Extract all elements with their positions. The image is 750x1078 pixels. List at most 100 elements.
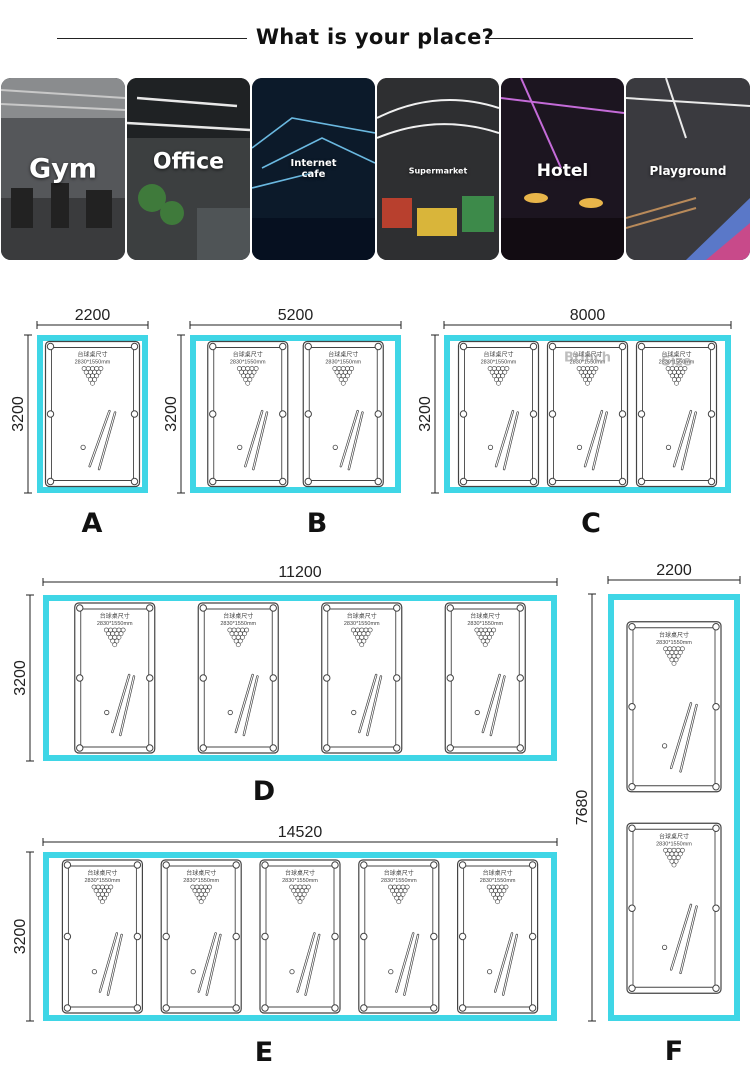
- ball: [482, 642, 488, 648]
- layout-letter: A: [82, 508, 103, 539]
- gym-image: [1, 78, 125, 260]
- ball: [498, 377, 503, 382]
- place-card-supermarket[interactable]: Supermarket: [377, 78, 499, 260]
- width-label: 11200: [278, 564, 321, 581]
- height-dimension: 3200: [12, 851, 34, 1022]
- cue-ball: [237, 444, 243, 450]
- table-rail: [321, 602, 403, 754]
- table-pocket: [232, 861, 240, 869]
- table-rail: [44, 340, 141, 488]
- header-rule-right: [488, 38, 693, 39]
- cue-stick-inner: [99, 932, 118, 993]
- table-rail: [457, 859, 539, 1014]
- table-pocket: [304, 410, 312, 418]
- table-pocket: [232, 1004, 240, 1012]
- cue-ball: [332, 444, 338, 450]
- ball: [108, 884, 114, 890]
- ball: [499, 891, 505, 897]
- height-label: 3200: [417, 396, 434, 432]
- table-pocket: [528, 861, 537, 869]
- place-label: Hotel: [536, 160, 589, 181]
- table-pocket: [209, 410, 217, 418]
- table-pocket: [146, 604, 154, 612]
- ball: [671, 862, 677, 868]
- table-pocket: [63, 1004, 72, 1012]
- ball: [503, 884, 509, 890]
- ball: [682, 366, 688, 371]
- ball: [207, 884, 212, 890]
- cue-ball: [289, 969, 295, 975]
- width-label: 2200: [656, 562, 692, 579]
- table-pocket: [529, 410, 538, 418]
- table-pocket: [712, 703, 720, 711]
- ball: [116, 634, 122, 640]
- place-card-internet-cafe[interactable]: Internet cafe: [252, 78, 375, 260]
- cue-ball: [661, 944, 668, 950]
- ball: [673, 858, 679, 864]
- cue-ball: [190, 969, 196, 975]
- table-size-label: 台球桌尺寸: [483, 869, 513, 877]
- table-pocket: [528, 1004, 537, 1012]
- ball: [118, 631, 124, 637]
- table-pocket: [261, 1004, 269, 1012]
- table-pocket: [162, 932, 170, 941]
- cue-ball: [104, 709, 110, 716]
- table-pocket: [162, 861, 170, 869]
- table-size-label: 台球桌尺寸: [100, 612, 130, 620]
- cue-ball: [388, 969, 394, 975]
- table-size-value: 2830*1550mm: [467, 621, 503, 627]
- table-pocket: [279, 342, 287, 351]
- ball: [94, 373, 100, 379]
- table-pocket: [712, 824, 720, 832]
- table-size-label: 台球桌尺寸: [233, 351, 263, 359]
- layout-letter: B: [307, 508, 328, 539]
- ball: [96, 369, 102, 375]
- width-label: 14520: [278, 824, 323, 841]
- room-frame: [43, 852, 557, 1021]
- table-pocket: [712, 984, 720, 992]
- table-size-label: 台球桌尺寸: [347, 612, 377, 620]
- table-pocket: [269, 674, 277, 682]
- place-label: Playground: [649, 163, 727, 178]
- header: What is your place?: [0, 0, 750, 78]
- table-pocket: [628, 824, 636, 832]
- table-pocket: [458, 1004, 467, 1012]
- width-dimension: 14520: [42, 824, 558, 846]
- table-pocket: [446, 744, 454, 752]
- table-pocket: [374, 342, 382, 351]
- cue-stick-inner: [348, 412, 363, 470]
- ball: [205, 888, 210, 894]
- table-rail: [358, 859, 440, 1014]
- cue-stick-inner: [592, 412, 608, 470]
- ball: [677, 851, 683, 857]
- table-pocket: [393, 744, 401, 752]
- places-strip: Gym Office Internet cafe Supermarket: [0, 78, 750, 260]
- ball: [497, 895, 503, 901]
- place-card-gym[interactable]: Gym: [1, 78, 125, 260]
- room-frame: [444, 335, 731, 493]
- table-pocket: [323, 674, 331, 682]
- ball: [198, 899, 204, 905]
- cue-stick-inner: [502, 934, 518, 996]
- cue-stick-inner: [198, 932, 217, 993]
- table-pocket: [459, 342, 468, 351]
- place-card-playground[interactable]: Playground: [626, 78, 750, 260]
- place-card-hotel[interactable]: Hotel: [501, 78, 624, 260]
- height-dimension: 7680: [574, 593, 596, 1022]
- ball: [297, 899, 303, 905]
- cue-ball: [665, 444, 672, 450]
- place-card-office[interactable]: Office: [127, 78, 250, 260]
- cue-stick-inner: [235, 674, 254, 733]
- ball: [676, 377, 681, 382]
- table-pocket: [712, 623, 720, 631]
- ball: [100, 899, 105, 905]
- table-size-value: 2830*1550mm: [220, 621, 256, 627]
- ball: [235, 642, 241, 648]
- ball: [106, 888, 112, 894]
- ball: [585, 380, 590, 386]
- layout-f: 22007680台球桌尺寸2830*1550mm台球桌尺寸2830*1550mm…: [574, 562, 741, 1067]
- table-size-value: 2830*1550mm: [481, 360, 517, 366]
